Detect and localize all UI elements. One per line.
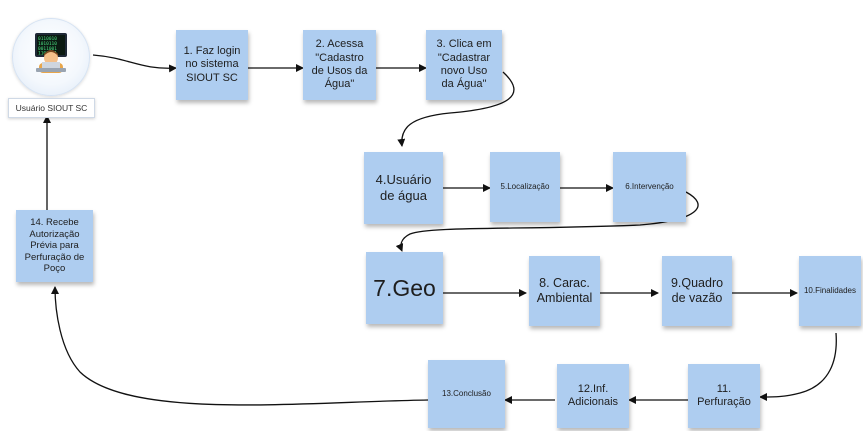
step-8-note: 8. Carac. Ambiental — [529, 256, 600, 326]
arrow-step-6-to-step-7 — [395, 191, 699, 252]
svg-text:1010110: 1010110 — [38, 41, 57, 47]
step-5-note: 5.Localização — [490, 152, 560, 222]
step-6-text: 6.Intervenção — [625, 182, 674, 192]
arrow-step-10-to-step-11 — [759, 332, 837, 401]
step-3-text: 3. Clica em "Cadastrar novo Uso da Água" — [436, 38, 492, 91]
step-1-text: 1. Faz login no sistema SIOUT SC — [183, 44, 241, 84]
step-1-note: 1. Faz login no sistema SIOUT SC — [176, 30, 248, 100]
step-14-note: 14. Recebe Autorização Prévia para Perfu… — [16, 210, 93, 282]
step-4-note: 4.Usuário de água — [364, 152, 443, 224]
step-6-note: 6.Intervenção — [613, 152, 686, 222]
step-9-text: 9.Quadro de vazão — [670, 275, 724, 305]
step-11-note: 11. Perfuração — [688, 364, 760, 428]
step-3-note: 3. Clica em "Cadastrar novo Uso da Água" — [426, 30, 502, 100]
step-4-text: 4.Usuário de água — [375, 172, 432, 203]
step-2-note: 2. Acessa "Cadastro de Usos da Água" — [303, 30, 376, 100]
step-10-text: 10.Finalidades — [803, 286, 857, 296]
step-10-note: 10.Finalidades — [799, 256, 861, 326]
user-label: Usuário SIOUT SC — [8, 98, 95, 118]
step-7-text: 7.Geo — [373, 274, 436, 301]
step-8-text: 8. Carac. Ambiental — [536, 275, 593, 305]
arrow-user-to-step-1 — [92, 54, 177, 73]
arrow-step-3-to-step-4 — [397, 71, 515, 147]
step-2-text: 2. Acessa "Cadastro de Usos da Água" — [311, 38, 368, 91]
step-7-note: 7.Geo — [366, 252, 443, 324]
step-9-note: 9.Quadro de vazão — [662, 256, 732, 326]
step-13-text: 13.Conclusão — [442, 389, 491, 399]
arrow-step-13-to-step-14 — [51, 286, 429, 406]
step-11-text: 11. Perfuração — [697, 382, 751, 408]
svg-text:0110010: 0110010 — [38, 36, 57, 42]
step-12-text: 12.Inf. Adicionais — [567, 382, 619, 408]
step-13-note: 13.Conclusão — [428, 360, 505, 428]
step-12-note: 12.Inf. Adicionais — [557, 364, 629, 428]
svg-text:0011001: 0011001 — [38, 46, 57, 52]
step-5-text: 5.Localização — [500, 182, 550, 192]
step-14-text: 14. Recebe Autorização Prévia para Perfu… — [24, 217, 85, 275]
